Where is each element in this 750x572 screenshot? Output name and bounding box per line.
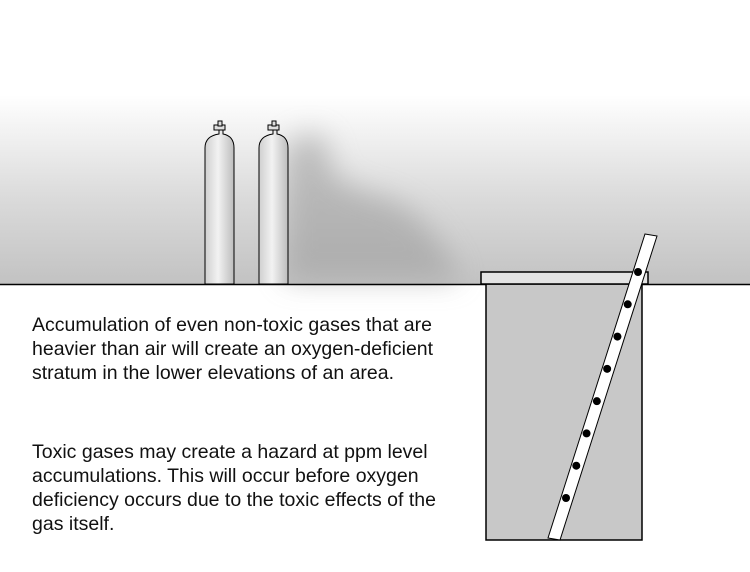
gas-plume <box>285 133 460 280</box>
ladder-rung <box>592 397 601 406</box>
ladder-rung <box>562 494 570 502</box>
ladder-rung <box>603 364 612 373</box>
ladder-rung <box>634 268 642 276</box>
pit-rim <box>480 271 649 285</box>
gas-cylinder-2 <box>258 120 289 285</box>
ladder-rung <box>572 461 581 470</box>
ladder-rung <box>582 429 591 438</box>
ladder-rung <box>623 300 632 309</box>
caption-paragraph-1: Accumulation of even non-toxic gases tha… <box>32 314 434 384</box>
ladder-rung <box>613 332 622 341</box>
caption-paragraph-2: Toxic gases may create a hazard at ppm l… <box>32 441 436 535</box>
ladder <box>547 233 658 541</box>
gas-cylinder-1 <box>204 120 235 285</box>
